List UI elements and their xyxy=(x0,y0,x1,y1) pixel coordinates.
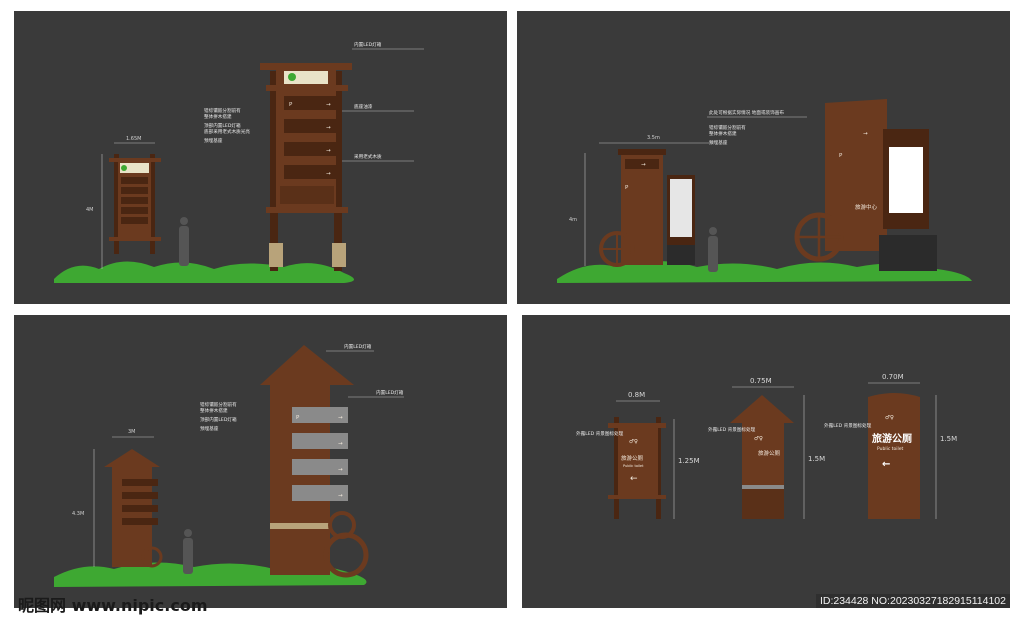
toilet-sign-2-title: 旅游公厕 xyxy=(758,449,781,457)
design-panel-gate-signs: P → → → → 1.65M 4M 内置LED灯箱 底座油漆 采用老式木质 错… xyxy=(14,11,507,304)
note-line-3: 预埋基座 xyxy=(709,139,728,146)
svg-text:P: P xyxy=(625,185,629,191)
dim-height-label: 4m xyxy=(569,217,577,223)
note-line-2: 整体拼木搭建 xyxy=(709,130,737,137)
note-line-2: 整体拼木搭建 xyxy=(200,407,228,414)
svg-text:→: → xyxy=(338,467,343,473)
note-line-1: 错综镶嵌分割前有 xyxy=(709,124,746,131)
callout-mid: 底座油漆 xyxy=(354,103,373,110)
svg-text:→: → xyxy=(863,131,868,137)
svg-text:♂♀: ♂♀ xyxy=(754,436,763,442)
toilet-sign-3-subtitle: Public toilet xyxy=(877,446,904,452)
svg-text:→: → xyxy=(338,493,343,499)
sign-2-height: 1.5M xyxy=(808,455,825,463)
sign-3-note: 外露LED 背景图标处理 xyxy=(824,422,872,429)
dim-width-label: 3M xyxy=(128,429,136,435)
top-note: 此处可根据实际情况 地面或装饰画布 xyxy=(709,109,784,116)
svg-text:→: → xyxy=(326,171,331,177)
sign-3-height: 1.5M xyxy=(940,435,957,443)
tall-house-sign: P → → → → xyxy=(260,345,369,578)
callout-right: 内置LED灯箱 xyxy=(376,389,404,396)
svg-text:P: P xyxy=(839,153,843,159)
svg-text:→: → xyxy=(338,415,343,421)
note-line-5: 预埋基座 xyxy=(204,137,223,144)
right-large-sign: → P 旅游中心 xyxy=(794,99,937,271)
svg-text:P: P xyxy=(289,102,293,108)
note-line-4: 底部采用老式木质光亮 xyxy=(204,128,250,135)
dimension-lines xyxy=(93,350,404,567)
note-line-1: 错综镶嵌分割前有 xyxy=(204,107,241,114)
note-line-3: 顶部内置LED灯箱 xyxy=(200,416,237,423)
panel-2-drawing: → P → P 旅游中心 xyxy=(557,99,972,283)
sign-1-width: 0.8M xyxy=(628,391,645,399)
toilet-sign-1: ♂♀ 旅游公厕 Public toilet ← xyxy=(608,417,666,519)
note-line-4: 预埋基座 xyxy=(200,425,219,432)
dim-width-label: 1.65M xyxy=(126,136,141,142)
left-kiosk-sign: → P xyxy=(599,149,695,267)
small-house-sign xyxy=(104,449,163,568)
toilet-sign-2: ♂♀ 旅游公厕 xyxy=(730,395,794,519)
svg-text:→: → xyxy=(326,125,331,131)
image-id-label: ID:234428 NO:20230327182915114102 xyxy=(815,594,1010,608)
panel-1-drawing: P → → → → 1.65M 4M 内置LED灯箱 底座油漆 采用老式木质 错… xyxy=(54,41,424,283)
grass-ground xyxy=(557,261,972,283)
svg-text:→: → xyxy=(338,441,343,447)
toilet-sign-3: ♂♀ 旅游公厕 Public toilet ← xyxy=(868,393,920,519)
sign-2-width: 0.75M xyxy=(750,377,772,385)
design-panel-house-signs: P → → → → 3M 4.3M 内置LED灯箱 内置LED灯箱 错综镶嵌分割… xyxy=(14,315,507,608)
human-silhouette xyxy=(179,217,189,266)
callout-top: 内置LED灯箱 xyxy=(344,343,372,350)
grass-ground xyxy=(54,261,354,283)
human-silhouette xyxy=(183,529,193,574)
callout-low: 采用老式木质 xyxy=(354,153,382,160)
human-silhouette xyxy=(708,227,718,272)
svg-text:→: → xyxy=(326,102,331,108)
callout-top: 内置LED灯箱 xyxy=(354,41,382,48)
sign-1-height: 1.25M xyxy=(678,457,700,465)
large-gate-sign: P → → → → xyxy=(260,63,352,271)
sign-3-width: 0.70M xyxy=(882,373,904,381)
dimension-lines xyxy=(101,48,424,269)
toilet-sign-1-subtitle: Public toilet xyxy=(623,464,644,468)
sign-1-note: 外露LED 背景图标处理 xyxy=(576,430,624,437)
dim-width-label: 3.5m xyxy=(647,135,660,141)
svg-text:→: → xyxy=(641,162,646,168)
right-sign-label: 旅游中心 xyxy=(855,203,878,211)
toilet-sign-1-title: 旅游公厕 xyxy=(621,454,644,462)
sign-2-note: 外露LED 背景图标处理 xyxy=(708,426,756,433)
design-panel-waterwheel-signs: → P → P 旅游中心 xyxy=(517,11,1010,304)
dim-height-label: 4.3M xyxy=(72,511,84,517)
toilet-sign-3-title: 旅游公厕 xyxy=(872,432,912,445)
dimension-lines xyxy=(616,382,937,519)
svg-text:♂♀: ♂♀ xyxy=(629,439,638,445)
svg-text:P: P xyxy=(296,415,300,421)
note-line-3: 顶部内置LED灯箱 xyxy=(204,122,241,129)
dim-height-label: 4M xyxy=(86,207,94,213)
small-wood-sign xyxy=(109,154,161,254)
svg-text:←: ← xyxy=(630,474,638,484)
svg-text:♂♀: ♂♀ xyxy=(885,415,894,421)
svg-text:←: ← xyxy=(882,459,890,470)
watermark: 昵图网 www.nipic.com xyxy=(18,596,208,615)
dimension-lines xyxy=(584,116,807,266)
design-panel-toilet-signs: ♂♀ 旅游公厕 Public toilet ← ♂♀ 旅游公厕 ♂♀ 旅游公厕 … xyxy=(522,315,1010,608)
svg-text:→: → xyxy=(326,148,331,154)
note-line-2: 整体拼木搭建 xyxy=(204,113,232,120)
panel-3-drawing: P → → → → 3M 4.3M 内置LED灯箱 内置LED灯箱 错综镶嵌分割… xyxy=(54,343,404,587)
note-line-1: 错综镶嵌分割前有 xyxy=(200,401,237,408)
panel-4-drawing: ♂♀ 旅游公厕 Public toilet ← ♂♀ 旅游公厕 ♂♀ 旅游公厕 … xyxy=(576,373,957,519)
